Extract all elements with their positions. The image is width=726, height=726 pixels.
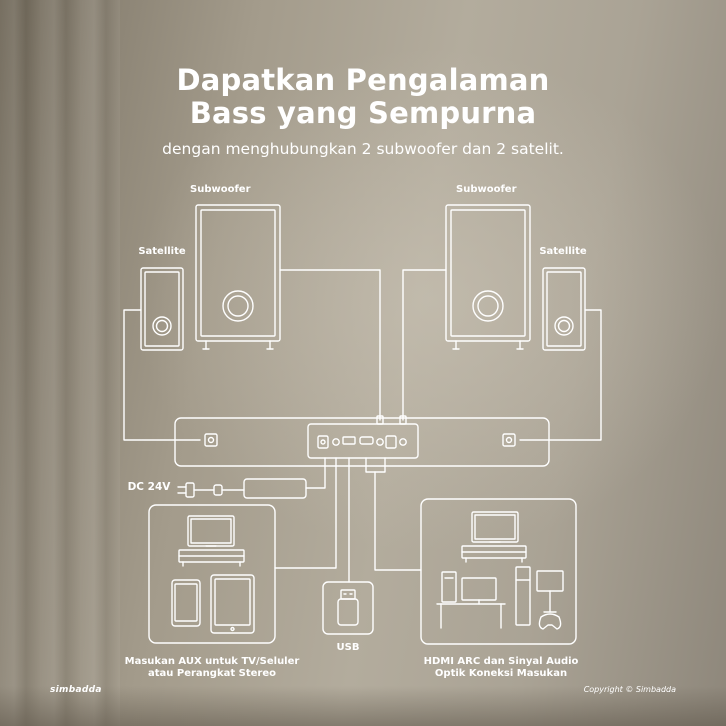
aux-cable — [274, 457, 337, 569]
hdmi-cable — [365, 457, 422, 571]
aux-caption-line-2: atau Perangkat Stereo — [148, 668, 276, 679]
curtain — [0, 0, 120, 726]
subwoofer-left-icon — [195, 204, 281, 350]
soundbar-icon — [174, 417, 550, 467]
subwoofer-right-icon — [445, 204, 531, 350]
headline: Dapatkan Pengalaman Bass yang Sempurna — [0, 64, 726, 130]
dc-power-adapter-icon — [177, 457, 326, 499]
copyright: Copyright © Simbadda — [583, 685, 676, 694]
satellite-right-icon — [542, 267, 586, 351]
subtitle: dengan menghubungkan 2 subwoofer dan 2 s… — [162, 140, 564, 158]
dc-label: DC 24V — [127, 481, 171, 493]
aux-caption: Masukan AUX untuk TV/Seluler atau Perang… — [110, 656, 314, 680]
hdmi-source-panel — [420, 498, 577, 645]
headline-line-2: Bass yang Sempurna — [189, 96, 537, 130]
aux-caption-line-1: Masukan AUX untuk TV/Seluler — [124, 656, 300, 667]
hdmi-caption: HDMI ARC dan Sinyal Audio Optik Koneksi … — [404, 656, 598, 680]
hdmi-caption-line-2: Optik Koneksi Masukan — [434, 668, 568, 679]
subwoofer-right-label: Subwoofer — [456, 184, 517, 195]
subwoofer-plugs — [376, 415, 407, 425]
usb-drive-icon — [322, 581, 374, 635]
subwoofer-left-label: Subwoofer — [190, 184, 251, 195]
satellite-left-icon — [140, 267, 184, 351]
hdmi-caption-line-1: HDMI ARC dan Sinyal Audio — [423, 656, 579, 667]
satellite-right-label: Satellite — [539, 246, 587, 257]
usb-label: USB — [336, 642, 360, 653]
brand-logo: simbadda — [50, 685, 102, 695]
aux-source-panel — [148, 504, 276, 644]
floor-shadow — [0, 686, 726, 726]
satellite-cables — [123, 309, 602, 441]
headline-line-1: Dapatkan Pengalaman — [176, 63, 550, 97]
satellite-left-label: Satellite — [138, 246, 186, 257]
subwoofer-cables — [279, 269, 447, 421]
